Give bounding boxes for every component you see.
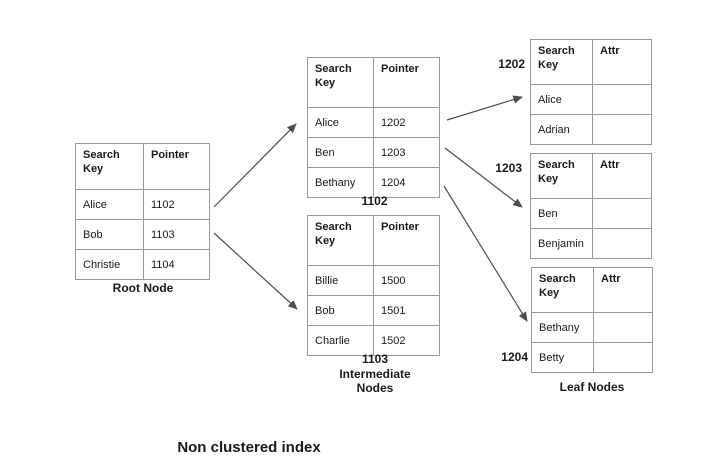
table-cell: Benjamin [530,228,593,259]
table-cell: 1501 [373,295,440,326]
table-cell: 1500 [373,265,440,296]
table-cell: 1102 [143,189,210,220]
table-cell [592,228,652,259]
table-cell: Christie [75,249,144,280]
table-row: Bethany [531,312,653,343]
table-cell: Billie [307,265,374,296]
intermediate-nodes-group-label: Intermediate Nodes [339,366,411,396]
table-cell: Ben [307,137,374,168]
column-header: Attr [592,153,652,199]
column-header: Attr [592,39,652,85]
leaf-1204-pointer-label: 1204 [501,350,528,364]
table-cell: Bob [307,295,374,326]
arrow-root-node-to-node-1103 [213,232,298,310]
table-cell: 1203 [373,137,440,168]
table-cell: 1502 [373,325,440,356]
leaf-1203-pointer-label: 1203 [495,161,522,175]
table-row: Alice [530,84,652,115]
table-cell [592,198,652,229]
diagram-title: Non clustered index [177,439,321,456]
column-header: Search Key [530,153,593,199]
table-cell [592,114,652,145]
table-cell [592,84,652,115]
column-header: Search Key [307,215,374,266]
table-cell: Alice [307,107,374,138]
intermediate-node-1103-id: 1103 [361,352,389,366]
table-cell: 1204 [373,167,440,198]
table-cell: Alice [75,189,144,220]
table-row: Benjamin [530,228,652,259]
column-header: Search Key [531,267,594,313]
table-row: Adrian [530,114,652,145]
table-cell: Charlie [307,325,374,356]
table-cell: Ben [530,198,593,229]
arrow-node-1102-to-leaf-1202 [446,95,523,121]
table-cell: Betty [531,342,594,373]
intermediate-node-1102-label: 1102 [361,194,388,208]
table-cell: 1202 [373,107,440,138]
table-row: Betty [531,342,653,373]
column-header: Attr [593,267,653,313]
column-header: Search Key [307,57,374,108]
column-header: Pointer [143,143,210,190]
table-cell [593,312,653,343]
arrow-root-node-to-node-1102 [213,123,297,208]
arrow-node-1102-to-leaf-1203 [444,147,523,208]
column-header: Search Key [75,143,144,190]
table-cell [593,342,653,373]
table-cell: Bethany [531,312,594,343]
leaf-nodes-group-label: Leaf Nodes [559,380,625,394]
root-node-label: Root Node [112,281,174,295]
leaf-1202-pointer-label: 1202 [498,57,525,71]
table-cell: 1103 [143,219,210,250]
arrow-node-1102-to-leaf-1204 [443,185,528,322]
column-header: Pointer [373,57,440,108]
column-header: Search Key [530,39,593,85]
table-cell: Alice [530,84,593,115]
table-cell: Adrian [530,114,593,145]
table-cell: Bethany [307,167,374,198]
column-header: Pointer [373,215,440,266]
table-cell: 1104 [143,249,210,280]
intermediate-node-1103-label: 1103 Intermediate Nodes [285,352,465,396]
table-cell: Bob [75,219,144,250]
table-row: Ben [530,198,652,229]
